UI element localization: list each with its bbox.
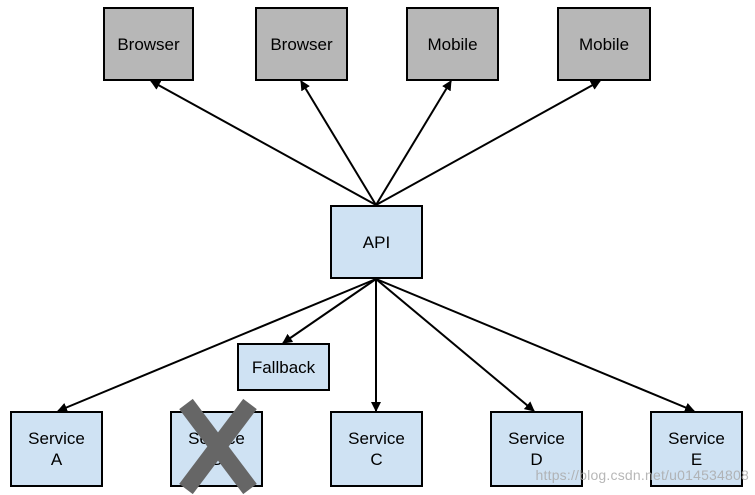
arrow-api-to-service-e — [375, 278, 695, 413]
arrow-api-to-browser-1 — [150, 80, 377, 206]
arrow-api-to-service-a — [57, 278, 377, 413]
mobile-client-node: Mobile — [557, 7, 651, 81]
mobile-client-node: Mobile — [406, 7, 499, 81]
service-e-node: Service E — [650, 411, 743, 487]
arrow-api-to-mobile-1 — [375, 80, 452, 206]
arrow-api-to-mobile-2 — [375, 80, 601, 206]
browser-client-node: Browser — [255, 7, 348, 81]
fallback-node: Fallback — [237, 343, 330, 391]
service-c-node: Service C — [330, 411, 423, 487]
arrow-api-to-fallback — [282, 278, 377, 344]
arrow-api-to-service-d — [375, 278, 535, 412]
service-a-node: Service A — [10, 411, 103, 487]
arrow-api-to-browser-2 — [300, 80, 377, 206]
watermark-text: https://blog.csdn.net/u014534808 — [535, 467, 749, 483]
api-gateway-node: API — [330, 205, 423, 279]
service-b-node: Service B — [170, 411, 263, 487]
service-d-node: Service D — [490, 411, 583, 487]
browser-client-node: Browser — [103, 7, 194, 81]
